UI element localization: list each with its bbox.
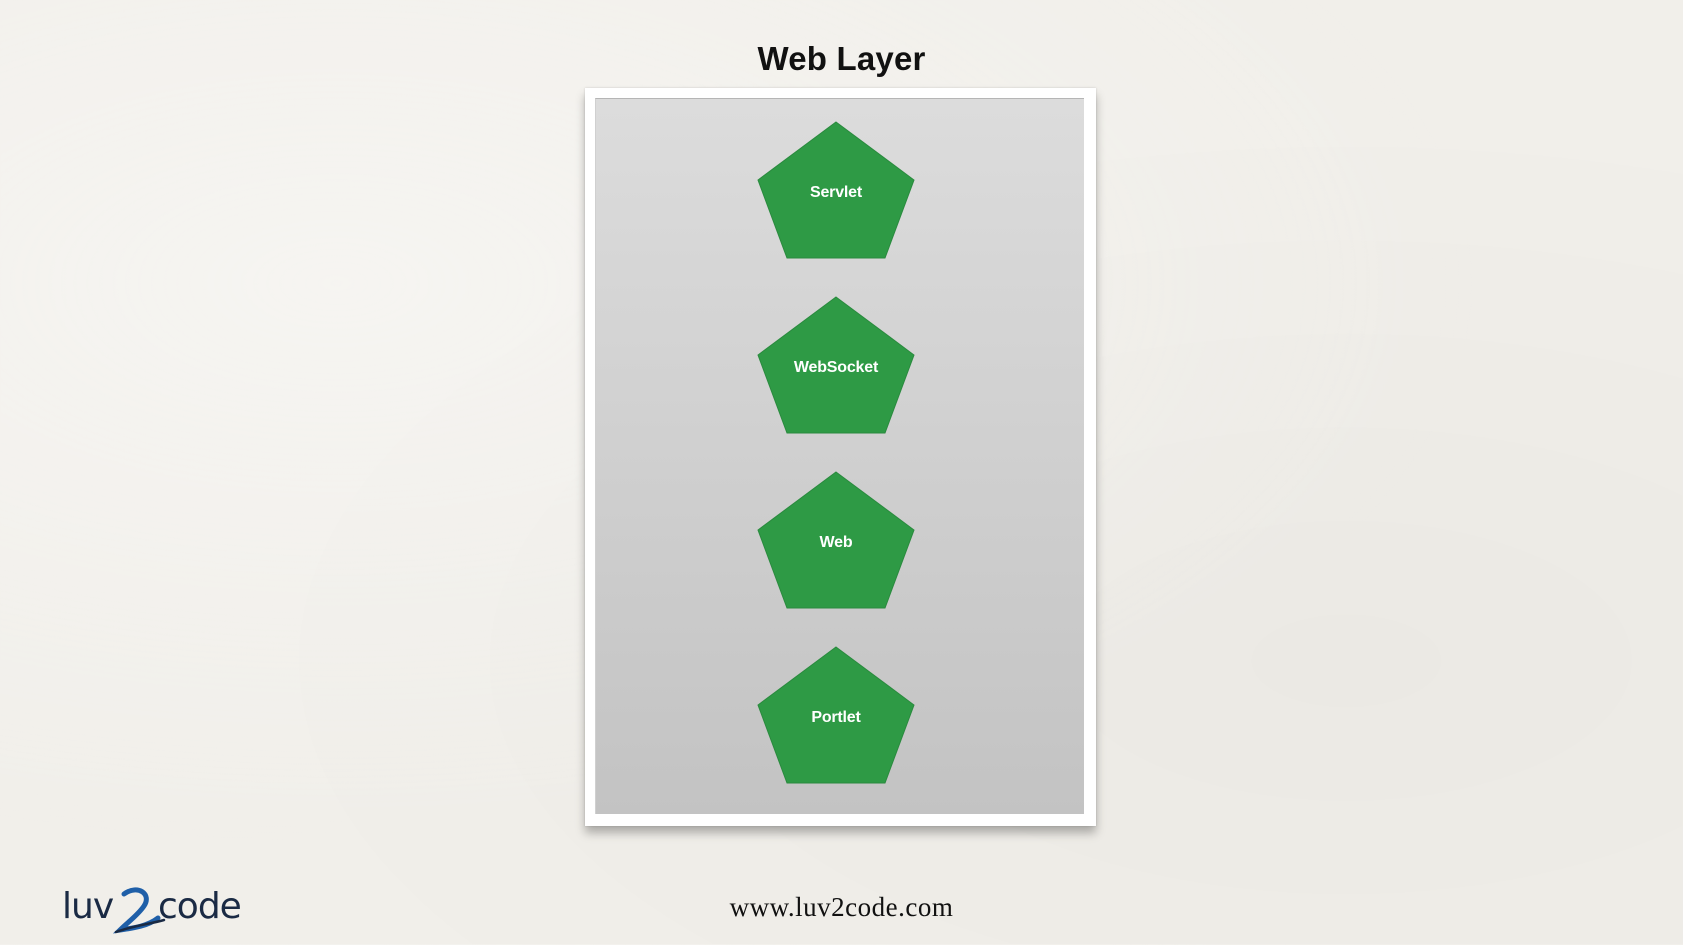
pentagon-shape <box>757 296 915 434</box>
module-websocket: WebSocket <box>756 295 916 435</box>
module-label: Portlet <box>811 709 861 726</box>
slide-title: Web Layer <box>757 40 926 77</box>
module-web: Web <box>756 470 916 610</box>
svg-text:luv: luv <box>62 886 114 927</box>
luv2code-logo: luv code <box>60 880 242 940</box>
pentagon-shape <box>757 471 915 609</box>
logo-graphic: luv code <box>62 886 242 934</box>
pentagon-shape <box>757 121 915 259</box>
module-label: Web <box>819 534 853 551</box>
pentagon-shape <box>757 646 915 784</box>
footer-url: www.luv2code.com <box>729 892 954 922</box>
module-label: Servlet <box>810 184 862 201</box>
module-portlet: Portlet <box>756 645 916 785</box>
svg-text:code: code <box>158 886 241 927</box>
module-servlet: Servlet <box>756 120 916 260</box>
module-label: WebSocket <box>793 359 879 376</box>
